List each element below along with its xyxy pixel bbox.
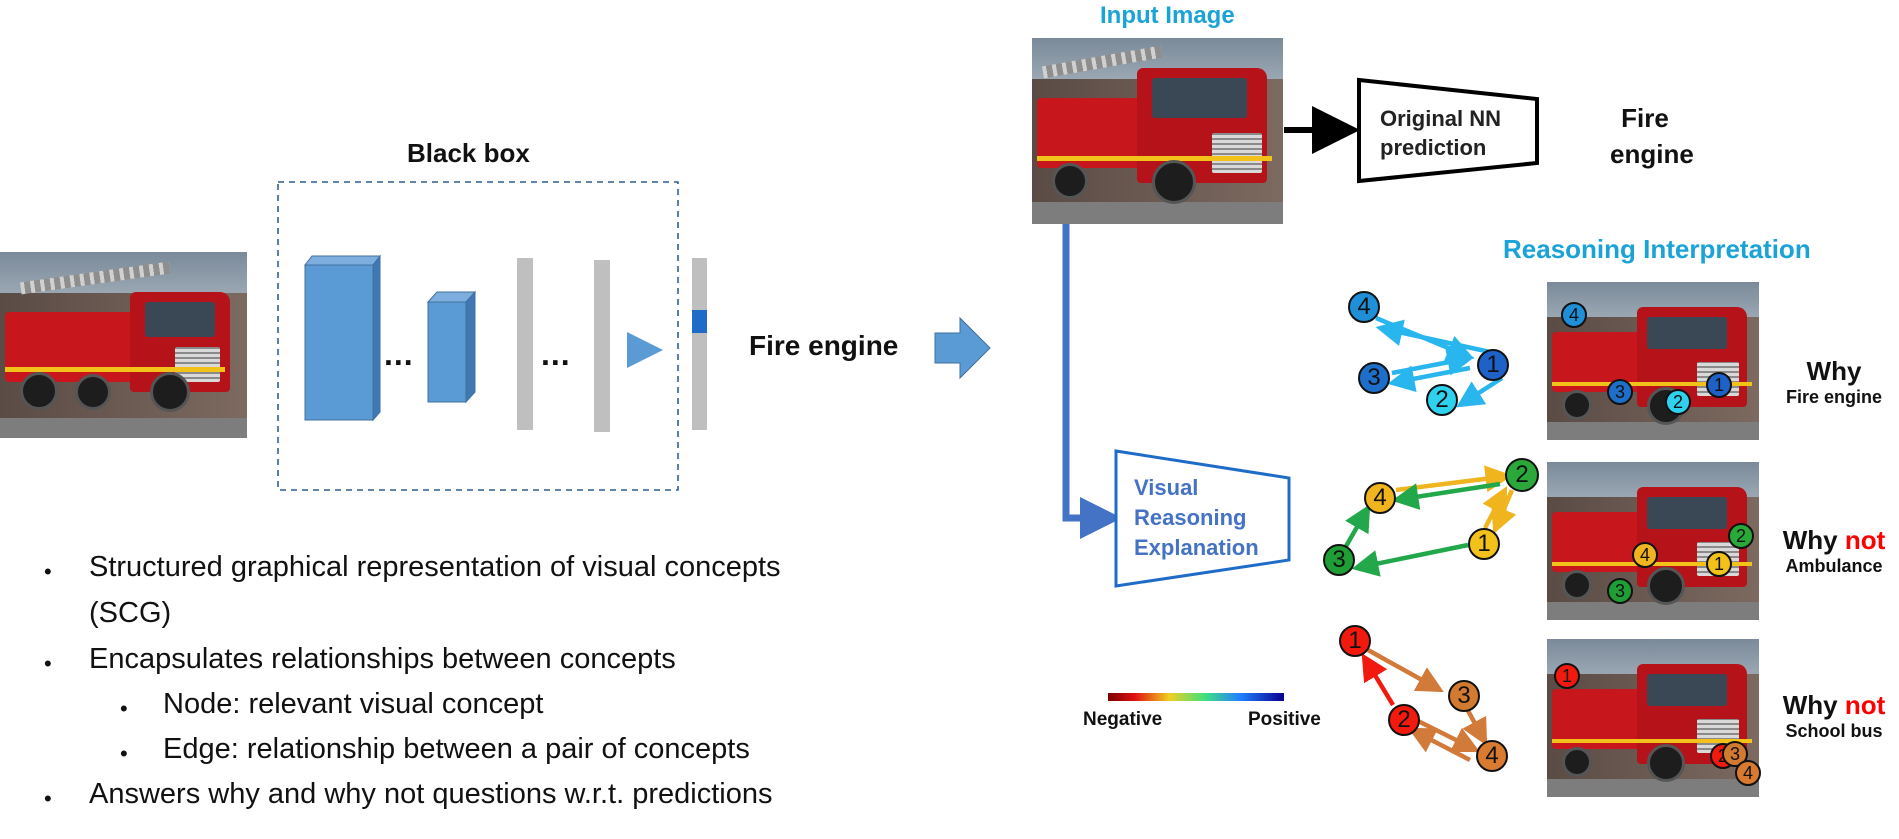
not-word: not <box>1844 690 1886 720</box>
black-box-title: Black box <box>407 138 530 168</box>
bullet-2: Encapsulates relationships between conce… <box>89 643 676 675</box>
layer-arrow <box>627 332 663 368</box>
img2-node-3: 3 <box>1607 578 1633 604</box>
prediction-label: Fire engine <box>1610 100 1694 172</box>
why-word: Why <box>1782 690 1838 720</box>
bullet-2b: Edge: relationship between a pair of con… <box>163 733 750 765</box>
img3-node-4: 4 <box>1735 760 1761 786</box>
why-target-2: Ambulance <box>1785 556 1883 576</box>
ellipsis-2: ... <box>541 336 571 372</box>
legend-colorbar <box>1108 693 1284 701</box>
graph1-node-2: 2 <box>1426 384 1458 416</box>
bullet-dot: • <box>44 651 52 676</box>
graph2-node-2: 2 <box>1505 458 1539 492</box>
vre-box <box>1114 449 1291 588</box>
output-layer <box>692 258 707 430</box>
graph-why-not-ambulance <box>1343 465 1517 577</box>
img1-node-2: 2 <box>1665 389 1691 415</box>
black-box-frame <box>277 181 679 491</box>
conv-layer-1 <box>303 254 382 422</box>
sub-bullet-dot: • <box>120 696 128 721</box>
graph1-node-3: 3 <box>1358 362 1390 394</box>
legend-positive: Positive <box>1248 709 1321 730</box>
vre-label: Visual Reasoning Explanation <box>1134 473 1259 563</box>
black-box-diagram <box>277 181 991 491</box>
img1-node-3: 3 <box>1607 379 1633 405</box>
not-word: not <box>1844 525 1886 555</box>
ellipsis-1: ... <box>384 336 414 372</box>
legend-negative: Negative <box>1083 709 1163 730</box>
why-target-1: Fire engine <box>1785 387 1883 407</box>
bullet-dot: • <box>44 559 52 584</box>
left-truck-image <box>0 252 247 438</box>
explanation-image-3 <box>1547 639 1759 797</box>
graph-why-not-school-bus <box>1361 648 1488 762</box>
graph3-node-1: 1 <box>1339 625 1371 657</box>
img2-node-1: 1 <box>1706 551 1732 577</box>
left-output-label: Fire engine <box>749 330 899 361</box>
explanation-image-2 <box>1547 462 1759 620</box>
vre-line-2: Reasoning <box>1134 505 1247 530</box>
graph1-node-1: 1 <box>1477 349 1509 381</box>
bullet-2a: Node: relevant visual concept <box>163 688 544 720</box>
original-nn-line-1: Original NN <box>1380 106 1502 131</box>
bullet-1-line-2: (SCG) <box>89 597 172 629</box>
explanation-image-1 <box>1547 282 1759 440</box>
fc-layer-1 <box>517 258 533 430</box>
why-target-3: School bus <box>1785 721 1883 741</box>
why-row-2: Why not Ambulance <box>1770 525 1898 577</box>
graph-why-fire-engine <box>1375 315 1504 408</box>
prediction-line-2: engine <box>1610 139 1694 169</box>
img2-node-4: 4 <box>1632 542 1658 568</box>
graph3-node-2: 2 <box>1388 704 1420 736</box>
graph1-node-4: 4 <box>1348 291 1380 323</box>
conv-layer-2 <box>426 290 477 404</box>
graph3-node-4: 4 <box>1476 740 1508 772</box>
vre-line-3: Explanation <box>1134 535 1259 560</box>
reasoning-title: Reasoning Interpretation <box>1503 234 1811 264</box>
bullet-dot: • <box>44 786 52 811</box>
vre-line-1: Visual <box>1134 475 1199 500</box>
prediction-line-1: Fire <box>1621 103 1669 133</box>
graph2-node-4: 4 <box>1364 482 1396 514</box>
input-image-title: Input Image <box>1100 2 1235 29</box>
graph3-node-3: 3 <box>1448 680 1480 712</box>
img3-node-1: 1 <box>1554 663 1580 689</box>
fc-layer-2 <box>594 260 610 432</box>
original-nn-box <box>1357 77 1539 184</box>
bullet-1-line-1: Structured graphical representation of v… <box>89 551 781 583</box>
sub-bullet-dot: • <box>120 741 128 766</box>
bullet-3: Answers why and why not questions w.r.t.… <box>89 778 773 810</box>
to-vre-arrow <box>1062 224 1122 539</box>
original-nn-label: Original NN prediction <box>1380 104 1501 162</box>
why-row-1: Why Fire engine <box>1770 356 1898 408</box>
original-nn-line-2: prediction <box>1380 135 1487 160</box>
input-truck-image <box>1032 38 1283 224</box>
why-row-3: Why not School bus <box>1770 690 1898 742</box>
img2-node-2: 2 <box>1728 523 1754 549</box>
why-word: Why <box>1782 525 1838 555</box>
big-right-arrow <box>934 316 991 380</box>
img1-node-1: 1 <box>1706 372 1732 398</box>
img1-node-4: 4 <box>1561 302 1587 328</box>
graph2-node-1: 1 <box>1468 528 1500 560</box>
graph2-node-3: 3 <box>1323 544 1355 576</box>
output-activation <box>692 310 707 333</box>
why-word: Why <box>1806 356 1862 386</box>
